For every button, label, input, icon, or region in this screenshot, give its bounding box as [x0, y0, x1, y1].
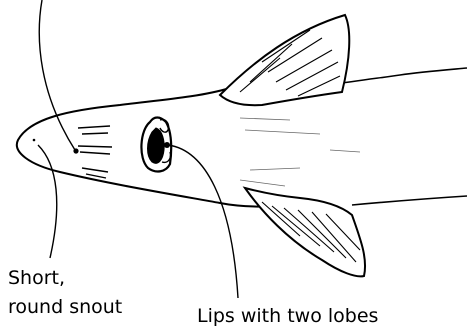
barbel-leader-line [39, 0, 75, 150]
nostril-dot [33, 139, 36, 142]
body-upper-edge [330, 68, 467, 85]
snout-label-line-2: round snout [8, 296, 122, 318]
body-shading [240, 118, 360, 186]
snout-label-line-1: Short, [8, 267, 65, 289]
body-lower-edge [352, 196, 467, 205]
upper-pectoral-fin [220, 15, 349, 105]
lower-pectoral-fin [245, 188, 365, 276]
snout-label: Short, round snout [8, 264, 122, 322]
lips-leader-line [168, 145, 238, 298]
snout-leader-line [38, 145, 57, 258]
lips-label: Lips with two lobes [197, 302, 378, 331]
barbel-leader-dot [73, 148, 78, 153]
barbels [78, 126, 112, 178]
lips-leader-dot [164, 142, 170, 148]
